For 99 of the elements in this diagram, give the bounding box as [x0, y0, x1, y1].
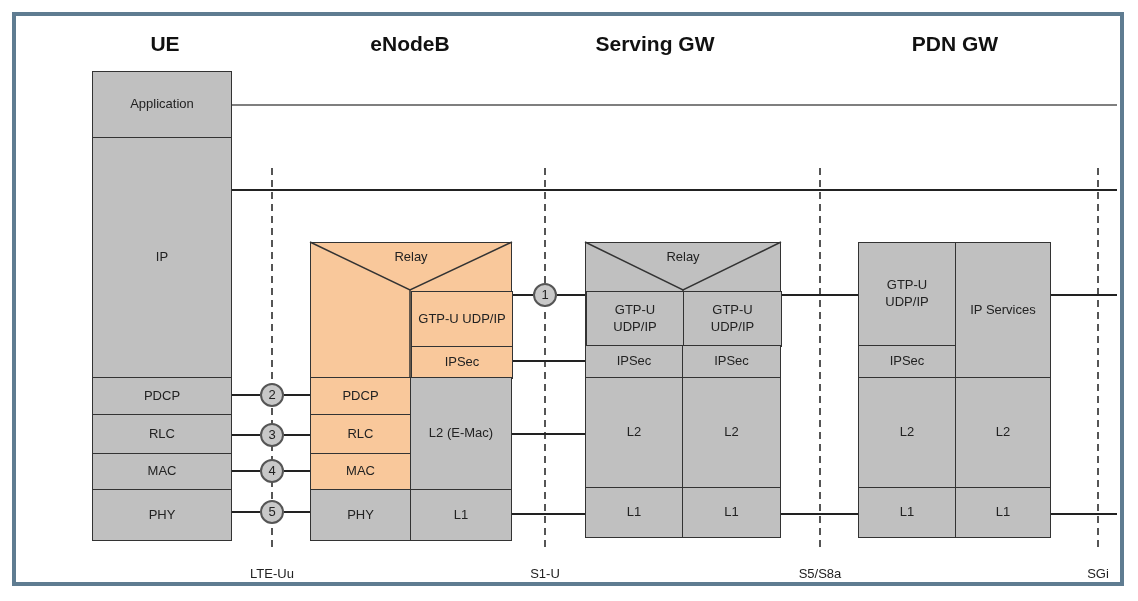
layer-label: GTP-U UDP/IP	[709, 302, 756, 336]
connector-line	[231, 104, 1118, 106]
numbered-circle	[260, 459, 284, 483]
protocol-layer-box	[410, 489, 512, 541]
protocol-layer-box	[682, 487, 781, 538]
protocol-layer-box	[682, 377, 781, 488]
layer-label: PDCP	[342, 387, 379, 405]
layer-label: L1	[995, 504, 1011, 521]
reference-point-label: S1-U	[530, 566, 560, 581]
protocol-layer-box	[585, 487, 683, 538]
circle-number: 2	[268, 386, 276, 404]
protocol-layer-box	[585, 377, 683, 488]
protocol-layer-box	[858, 377, 956, 488]
layer-label: IP	[155, 249, 169, 266]
protocol-layer-box	[586, 291, 684, 347]
layer-label: L1	[626, 504, 642, 521]
connector-line	[780, 513, 859, 515]
layer-label: IPSec	[616, 353, 652, 370]
connector-line	[283, 511, 311, 513]
layer-label: GTP-U UDP/IP	[612, 302, 658, 336]
layer-label: PHY	[148, 506, 176, 524]
numbered-circle	[260, 423, 284, 447]
numbered-circle	[260, 500, 284, 524]
layer-label: L2	[626, 424, 642, 441]
layer-label: L2	[995, 424, 1011, 441]
protocol-layer-box	[410, 377, 512, 490]
layer-label: IP Services	[970, 301, 1036, 319]
connector-line	[283, 434, 311, 436]
connector-line	[511, 360, 586, 362]
layer-label: MAC	[147, 463, 177, 480]
column-heading: Serving GW	[595, 32, 715, 56]
protocol-layer-box	[955, 487, 1051, 538]
connector-line	[556, 294, 586, 296]
protocol-layer-box	[858, 242, 956, 346]
connector-line	[511, 433, 586, 435]
relay-label: Relay	[666, 249, 700, 266]
column-heading: UE	[150, 32, 180, 56]
reference-point-label: S5/S8a	[798, 566, 842, 581]
layer-label: MAC	[346, 463, 375, 480]
numbered-circle	[260, 383, 284, 407]
reference-point-label: SGi	[1087, 566, 1109, 581]
protocol-layer-box	[92, 377, 232, 415]
circle-number: 4	[268, 462, 276, 480]
connector-line	[283, 470, 311, 472]
connector-line	[231, 434, 261, 436]
protocol-layer-box	[411, 291, 513, 347]
protocol-layer-box	[411, 346, 513, 379]
layer-label: L2	[724, 424, 739, 441]
layer-label: GTP-U UDP/IP	[418, 310, 506, 328]
protocol-layer-box	[683, 291, 782, 347]
column-heading: PDN GW	[911, 32, 999, 56]
layer-label: L1	[724, 504, 739, 521]
layer-label: L1	[453, 506, 469, 524]
connector-line	[511, 513, 586, 515]
layer-label: L2	[899, 424, 915, 441]
layer-label: RLC	[347, 425, 374, 443]
layer-label: PDCP	[143, 387, 181, 405]
relay-box	[585, 242, 781, 346]
protocol-layer-box	[682, 345, 781, 378]
numbered-circle	[533, 283, 557, 307]
relay-label: Relay	[394, 249, 428, 266]
protocol-layer-box	[92, 489, 232, 541]
connector-line	[283, 394, 311, 396]
circle-number: 3	[268, 426, 276, 444]
reference-point-label: LTE-Uu	[250, 566, 294, 581]
protocol-layer-box	[955, 377, 1051, 488]
circle-number: 1	[541, 286, 549, 304]
connector-line	[231, 394, 261, 396]
protocol-layer-box	[310, 453, 411, 490]
protocol-layer-box	[310, 377, 411, 415]
circle-number: 5	[268, 503, 276, 521]
connector-line	[1050, 513, 1118, 515]
protocol-layer-box	[92, 453, 232, 490]
connector-line	[780, 294, 859, 296]
protocol-layer-box	[955, 242, 1051, 378]
layer-label: IPSec	[889, 353, 925, 370]
connector-line	[231, 511, 261, 513]
layer-label: GTP-U UDP/IP	[884, 277, 930, 311]
protocol-layer-box	[585, 345, 683, 378]
protocol-layer-box	[92, 71, 232, 138]
protocol-layer-box	[310, 489, 411, 541]
layer-label: RLC	[149, 425, 175, 443]
relay-box	[310, 242, 512, 378]
layer-label: L2 (E-Mac)	[428, 425, 494, 442]
protocol-layer-box	[92, 137, 232, 378]
protocol-layer-box	[310, 414, 411, 454]
connector-line	[231, 470, 261, 472]
layer-label: IPSec	[714, 353, 749, 370]
protocol-layer-box	[92, 414, 232, 454]
protocol-layer-box	[858, 345, 956, 378]
layer-label: IPSec	[444, 354, 480, 371]
layer-label: L1	[899, 504, 915, 521]
connector-line	[511, 294, 534, 296]
column-heading: eNodeB	[370, 32, 450, 56]
protocol-layer-box	[858, 487, 956, 538]
layer-label: PHY	[347, 506, 374, 524]
connector-line	[231, 189, 1118, 191]
connector-line	[1050, 294, 1118, 296]
layer-label: Application	[130, 96, 194, 113]
